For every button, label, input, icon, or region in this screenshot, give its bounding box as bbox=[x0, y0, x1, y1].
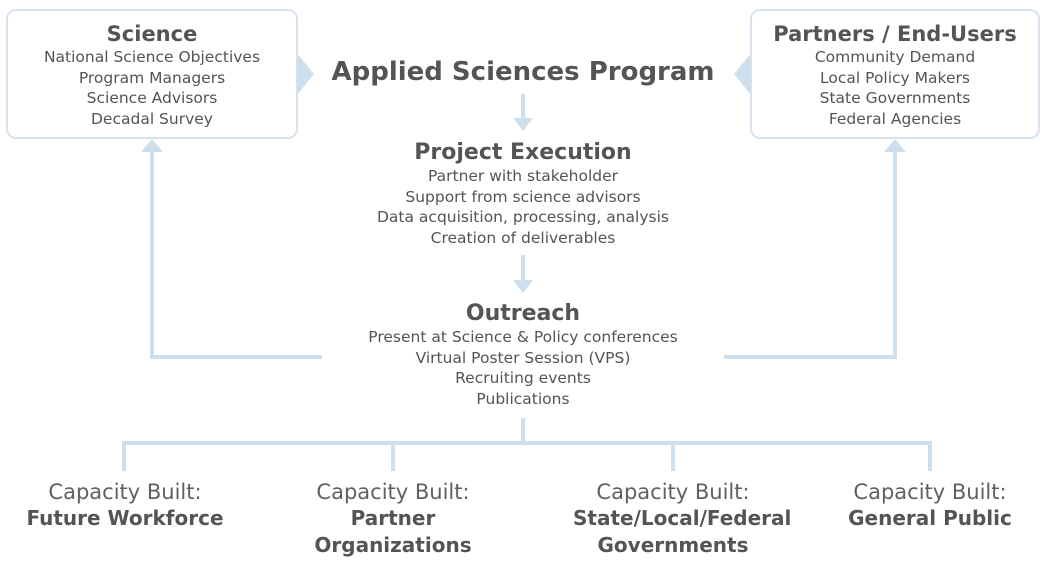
partners-item: Community Demand bbox=[814, 48, 976, 66]
execution-item: Partner with stakeholder bbox=[427, 167, 619, 185]
science-box: Science National Science Objectives Prog… bbox=[6, 9, 298, 139]
partners-title: Partners / End-Users bbox=[773, 22, 1017, 46]
arrowhead-down-outreach bbox=[513, 280, 533, 293]
outreach-item: Recruiting events bbox=[455, 369, 591, 387]
outreach-block: Outreach Present at Science & Policy con… bbox=[323, 300, 723, 409]
program-title: Applied Sciences Program bbox=[331, 57, 715, 87]
arrowhead-up-partners bbox=[884, 139, 906, 152]
execution-item: Support from science advisors bbox=[405, 187, 641, 206]
science-title: Science bbox=[106, 22, 198, 46]
capacity-value: General Public bbox=[848, 506, 1012, 530]
capacity-value: Future Workforce bbox=[26, 506, 224, 530]
capacity-governments: Capacity Built: State/Local/Federal Gove… bbox=[553, 480, 793, 559]
partners-item: State Governments bbox=[819, 89, 971, 107]
capacity-label: Capacity Built: bbox=[853, 480, 1007, 504]
connector-outreach-to-partners bbox=[724, 152, 897, 359]
connector-outreach-to-science bbox=[150, 152, 322, 359]
capacity-label: Capacity Built: bbox=[48, 480, 202, 504]
partners-box: Partners / End-Users Community Demand Lo… bbox=[750, 9, 1040, 139]
partners-item: Federal Agencies bbox=[828, 109, 962, 128]
science-item: Program Managers bbox=[78, 68, 226, 87]
outreach-item: Present at Science & Policy conferences bbox=[368, 328, 678, 346]
capacity-value: Partner Organizations bbox=[314, 506, 472, 557]
execution-title: Project Execution bbox=[414, 140, 632, 165]
capacity-label: Capacity Built: bbox=[596, 480, 750, 504]
execution-item: Creation of deliverables bbox=[430, 228, 616, 247]
outreach-item: Virtual Poster Session (VPS) bbox=[415, 348, 631, 367]
pointer-partners-left bbox=[734, 52, 752, 96]
science-item: National Science Objectives bbox=[43, 48, 261, 66]
capacity-general-public: Capacity Built: General Public bbox=[810, 480, 1050, 532]
execution-block: Project Execution Partner with stakehold… bbox=[323, 139, 723, 248]
arrowhead-down-execution bbox=[513, 118, 533, 131]
capacity-partner-organizations: Capacity Built: Partner Organizations bbox=[273, 480, 513, 559]
science-item: Science Advisors bbox=[86, 89, 218, 107]
capacity-future-workforce: Capacity Built: Future Workforce bbox=[5, 480, 245, 532]
capacity-value: State/Local/Federal Governments bbox=[573, 506, 792, 557]
partners-item: Local Policy Makers bbox=[820, 68, 970, 87]
execution-item: Data acquisition, processing, analysis bbox=[377, 208, 669, 226]
outreach-item: Publications bbox=[476, 389, 570, 408]
arrowhead-up-science bbox=[141, 139, 163, 152]
pointer-science-right bbox=[296, 52, 314, 96]
capacity-label: Capacity Built: bbox=[316, 480, 470, 504]
outreach-title: Outreach bbox=[465, 301, 581, 326]
program-block: Applied Sciences Program bbox=[323, 56, 723, 88]
science-item: Decadal Survey bbox=[91, 109, 213, 128]
